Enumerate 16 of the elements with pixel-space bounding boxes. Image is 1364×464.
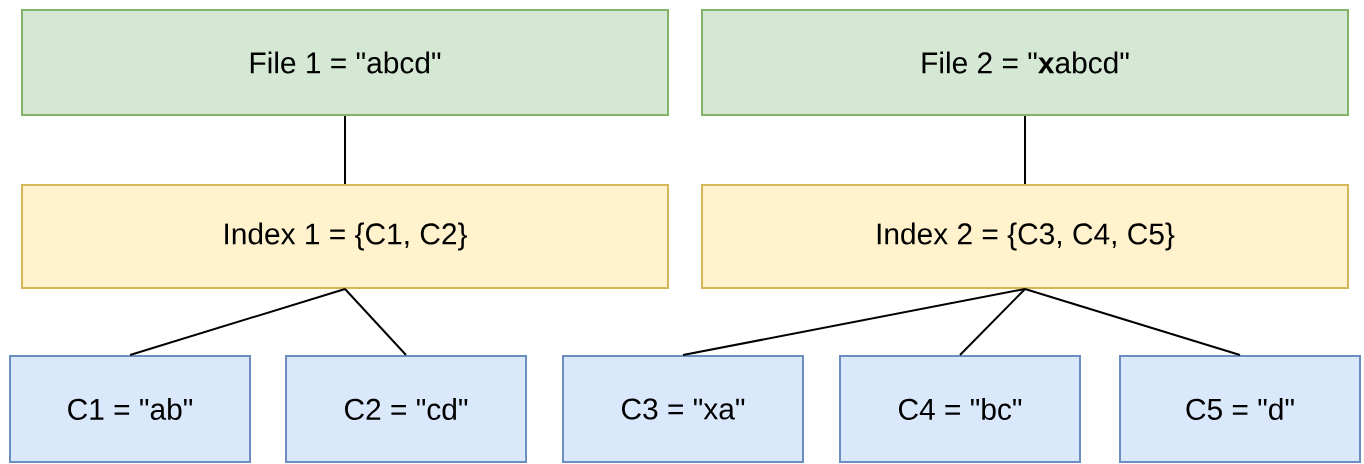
index-box: Index 1 = {C1, C2} bbox=[21, 184, 669, 289]
index-box: Index 2 = {C3, C4, C5} bbox=[701, 184, 1349, 289]
connector-line bbox=[682, 288, 1026, 356]
file-box: File 2 = "xabcd" bbox=[701, 9, 1349, 116]
connector-line bbox=[1024, 115, 1026, 185]
chunk-box: C1 = "ab" bbox=[9, 355, 251, 463]
connector-line bbox=[344, 288, 407, 356]
chunk-box: C2 = "cd" bbox=[285, 355, 527, 463]
connector-line bbox=[959, 288, 1026, 356]
chunk-box: C3 = "xa" bbox=[562, 355, 804, 463]
chunk-box: C5 = "d" bbox=[1119, 355, 1361, 463]
file-box: File 1 = "abcd" bbox=[21, 9, 669, 116]
chunk-box: C4 = "bc" bbox=[839, 355, 1081, 463]
connector-line bbox=[1024, 288, 1241, 356]
connector-line bbox=[344, 115, 346, 185]
connector-line bbox=[129, 288, 346, 356]
